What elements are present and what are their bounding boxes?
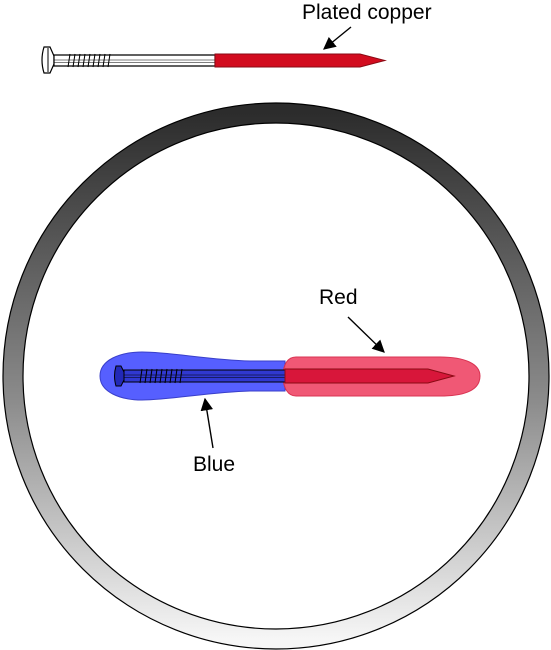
blue-label: Blue [193,453,235,476]
nail-grip-rings [67,53,111,68]
plated-copper-label: Plated copper [302,1,432,24]
petri-dish [2,102,550,650]
plated-copper-arrow [323,26,352,50]
plated-copper-tip [214,53,387,68]
dish-nail-head-icon [114,365,125,387]
dish-nail-tip [284,368,456,384]
plated-nail [41,46,387,74]
dish-nail-grip-rings [139,368,183,384]
dish-nail [99,351,481,401]
dish-ring [3,103,549,649]
blue-arrow [200,397,214,449]
red-arrow [347,316,385,353]
red-label: Red [319,286,358,309]
